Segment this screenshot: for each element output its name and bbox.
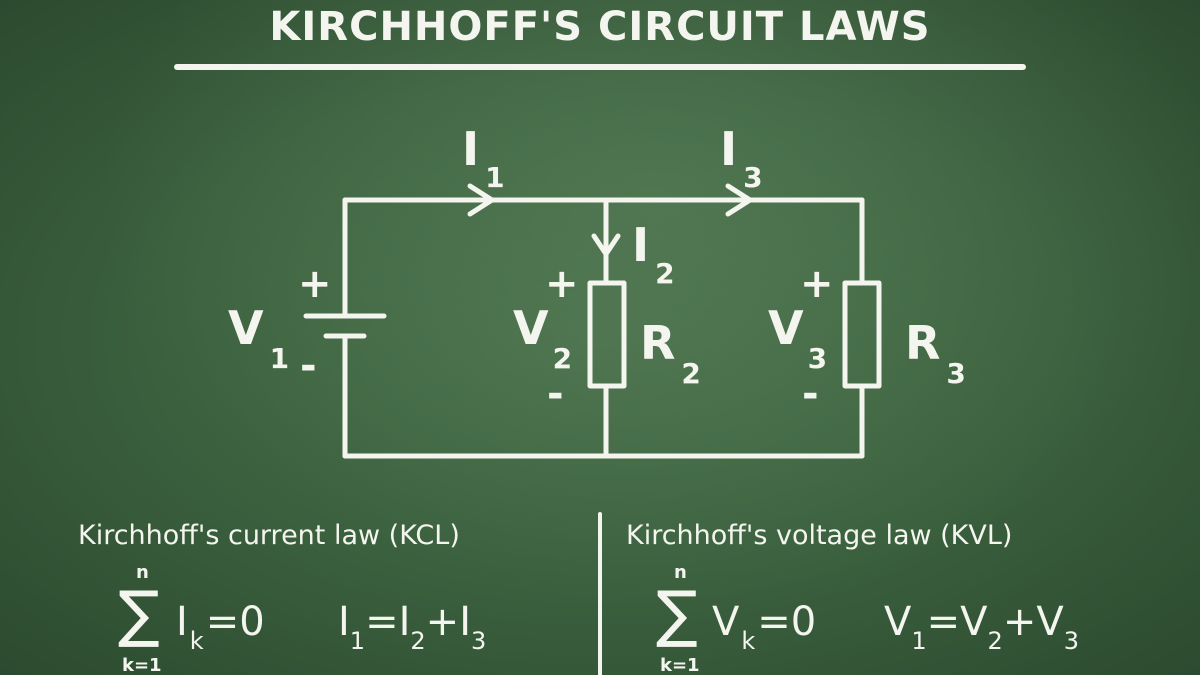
kvl-sum-lower: k=1 xyxy=(660,655,700,675)
label-r2-index: 2 xyxy=(681,357,701,390)
page-title: KIRCHHOFF'S CIRCUIT LAWS xyxy=(269,4,931,50)
kcl-sum-expression: Ik=0 xyxy=(176,599,265,655)
kcl-title: Kirchhoff's current law (KCL) xyxy=(78,520,460,551)
label-r3: R3 xyxy=(905,316,966,390)
label-i1-index: 1 xyxy=(485,161,505,194)
arrow-i2-icon xyxy=(591,233,621,257)
section-divider xyxy=(598,512,602,675)
label-r3-index: 3 xyxy=(946,357,966,390)
kvl-sum-upper: n xyxy=(674,562,687,583)
kvl-sum-expression: Vk=0 xyxy=(712,599,817,655)
label-v3-index: 3 xyxy=(807,342,828,375)
label-v3: V3 xyxy=(768,301,828,375)
v2-minus-sign: - xyxy=(547,371,564,417)
label-v2-index: 2 xyxy=(552,342,573,375)
v1-plus-sign: + xyxy=(298,261,332,307)
v3-minus-sign: - xyxy=(802,371,819,417)
label-v2: V2 xyxy=(513,301,573,375)
title-underline xyxy=(174,64,1026,70)
kcl-equation: I1=I2+I3 xyxy=(338,599,487,655)
v2-plus-sign: + xyxy=(545,261,579,307)
kvl-sum-index: k xyxy=(741,627,756,655)
v1-minus-sign: - xyxy=(300,343,317,389)
kvl-equals-zero: =0 xyxy=(757,599,817,645)
resistor-r2 xyxy=(587,280,627,389)
kvl-equation: V1=V2+V3 xyxy=(884,599,1079,655)
label-i2: I2 xyxy=(632,218,675,290)
arrow-i1-icon xyxy=(467,183,495,217)
label-i2-index: 2 xyxy=(655,257,675,290)
kcl-equals-zero: =0 xyxy=(205,599,265,645)
kcl-sum-lower: k=1 xyxy=(122,655,162,675)
label-i3-index: 3 xyxy=(743,161,763,194)
kcl-sum-upper: n xyxy=(136,562,149,583)
kcl-sum-index: k xyxy=(189,627,204,655)
label-r2: R2 xyxy=(640,316,701,390)
label-i1: I1 xyxy=(462,122,505,194)
label-v1-index: 1 xyxy=(269,342,290,375)
arrow-i3-icon xyxy=(725,183,753,217)
resistor-r3 xyxy=(842,280,882,389)
v3-plus-sign: + xyxy=(800,261,834,307)
kvl-title: Kirchhoff's voltage law (KVL) xyxy=(626,520,1013,551)
kvl-sigma-icon: ∑ xyxy=(656,577,698,650)
label-i3: I3 xyxy=(720,122,763,194)
label-v1: V1 xyxy=(228,301,290,375)
kcl-sigma-icon: ∑ xyxy=(118,577,160,650)
